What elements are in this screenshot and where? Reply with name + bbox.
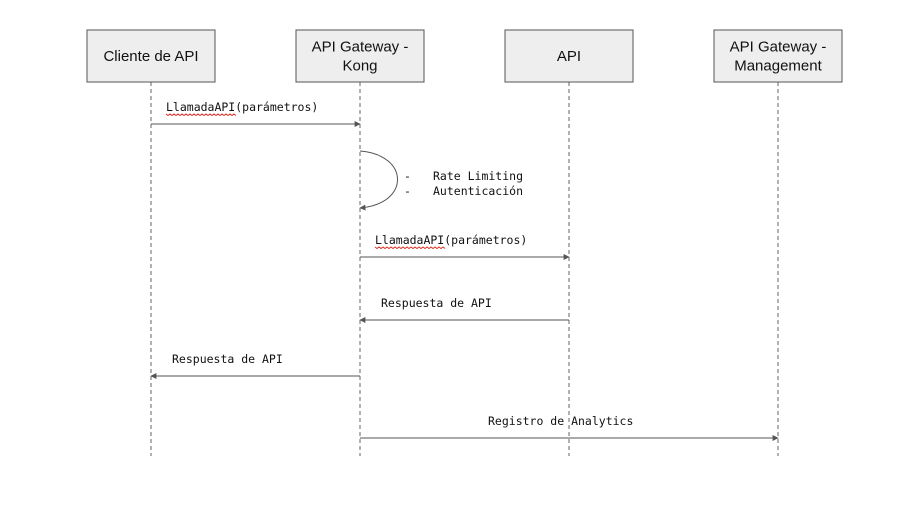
participant-box	[295, 29, 425, 83]
message-label: LlamadaAPI(parámetros)	[375, 233, 527, 247]
self-call-note: Rate Limiting	[433, 169, 523, 183]
participant-kong: API Gateway - Kong	[295, 29, 425, 83]
message-label: Respuesta de API	[381, 296, 492, 310]
message-0: LlamadaAPI(parámetros)	[151, 100, 361, 127]
participant-cliente: Cliente de API	[86, 29, 216, 83]
note-bullet: -	[404, 184, 411, 198]
participant-label: API Gateway -	[730, 39, 827, 56]
spellcheck-underline	[374, 246, 446, 250]
message-label: Respuesta de API	[172, 352, 283, 366]
message-5: Registro de Analytics	[360, 414, 779, 441]
participant-box	[86, 29, 216, 83]
self-call-note: Autenticación	[433, 184, 523, 198]
message-label: Registro de Analytics	[488, 414, 633, 428]
participant-label: Kong	[342, 58, 377, 75]
participant-box	[713, 29, 843, 83]
message-label: LlamadaAPI(parámetros)	[166, 100, 318, 114]
note-bullet: -	[404, 169, 411, 183]
participant-label: Management	[734, 58, 822, 75]
spellcheck-underline	[165, 113, 237, 117]
message-3: Respuesta de API	[359, 296, 569, 323]
participant-box	[504, 29, 634, 83]
participant-api: API	[504, 29, 634, 83]
message-2: LlamadaAPI(parámetros)	[360, 233, 570, 260]
participant-label: Cliente de API	[103, 48, 198, 65]
self-call-arrow	[359, 150, 398, 211]
message-4: Respuesta de API	[150, 352, 360, 379]
message-1: - Rate Limiting - Autenticación	[359, 150, 523, 211]
participant-management: API Gateway - Management	[713, 29, 843, 83]
participant-label: API Gateway -	[312, 39, 409, 56]
participant-label: API	[557, 48, 581, 65]
